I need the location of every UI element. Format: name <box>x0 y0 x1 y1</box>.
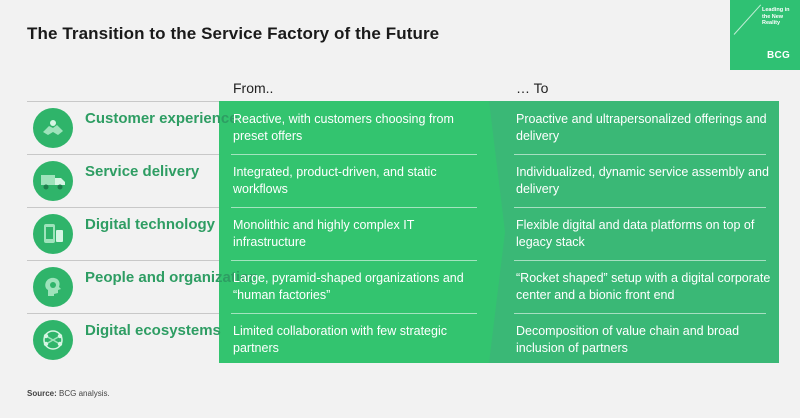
to-text: Flexible digital and data platforms on t… <box>516 218 755 249</box>
dimension-label: Customer experience <box>85 110 238 127</box>
dimension-row-digital-technology: Digital technology Monolithic and highly… <box>0 207 800 260</box>
handshake-icon <box>33 108 73 148</box>
row-divider <box>514 313 766 314</box>
brand-tagline: Leading in the New Reality <box>762 7 790 26</box>
row-divider <box>514 207 766 208</box>
row-divider <box>231 154 477 155</box>
dimension-row-customer-experience: Customer experience Reactive, with custo… <box>0 101 800 154</box>
to-text: Proactive and ultrapersonalized offering… <box>516 112 767 143</box>
dimension-row-people-and-organization: People and organization Large, pyramid-s… <box>0 260 800 313</box>
transition-chevron <box>489 101 505 363</box>
page-title: The Transition to the Service Factory of… <box>27 24 440 43</box>
dimension-label: People and organization <box>85 269 259 286</box>
row-divider <box>231 313 477 314</box>
from-text: Integrated, product-driven, and static w… <box>233 165 437 196</box>
bcg-logo: BCG <box>767 50 791 61</box>
devices-icon <box>33 214 73 254</box>
row-divider <box>27 101 219 102</box>
dimension-label: Digital ecosystems <box>85 322 221 339</box>
row-divider <box>27 313 219 314</box>
from-panel <box>219 101 489 363</box>
dimension-label: Digital technology <box>85 216 216 233</box>
to-text: Decomposition of value chain and broad i… <box>516 324 740 355</box>
from-text: Monolithic and highly complex IT infrast… <box>233 218 415 249</box>
source-label: Source: <box>27 389 57 398</box>
from-text: Limited collaboration with few strategic… <box>233 324 447 355</box>
dimension-row-digital-ecosystems: Digital ecosystems Limited collaboration… <box>0 313 800 366</box>
person-head-icon <box>33 267 73 307</box>
delivery-truck-icon <box>33 161 73 201</box>
from-text: Reactive, with customers choosing from p… <box>233 112 454 143</box>
row-divider <box>514 154 766 155</box>
to-text: “Rocket shaped” setup with a digital cor… <box>516 271 771 302</box>
row-divider <box>231 207 477 208</box>
row-divider <box>514 260 766 261</box>
row-divider <box>27 154 219 155</box>
from-column-header: From.. <box>233 80 274 96</box>
row-divider <box>27 207 219 208</box>
to-text: Individualized, dynamic service assembly… <box>516 165 769 196</box>
to-panel <box>489 101 779 363</box>
row-divider <box>27 260 219 261</box>
dimension-label: Service delivery <box>85 163 200 180</box>
source-note: Source: BCG analysis. <box>27 389 110 398</box>
row-divider <box>231 260 477 261</box>
brand-diagonal-line <box>733 4 762 35</box>
network-globe-icon <box>33 320 73 360</box>
to-column-header: … To <box>516 80 549 96</box>
source-text: BCG analysis. <box>59 389 110 398</box>
dimension-row-service-delivery: Service delivery Integrated, product-dri… <box>0 154 800 207</box>
bcg-brand-badge: Leading in the New Reality BCG <box>730 0 800 70</box>
from-text: Large, pyramid-shaped organizations and … <box>233 271 464 302</box>
